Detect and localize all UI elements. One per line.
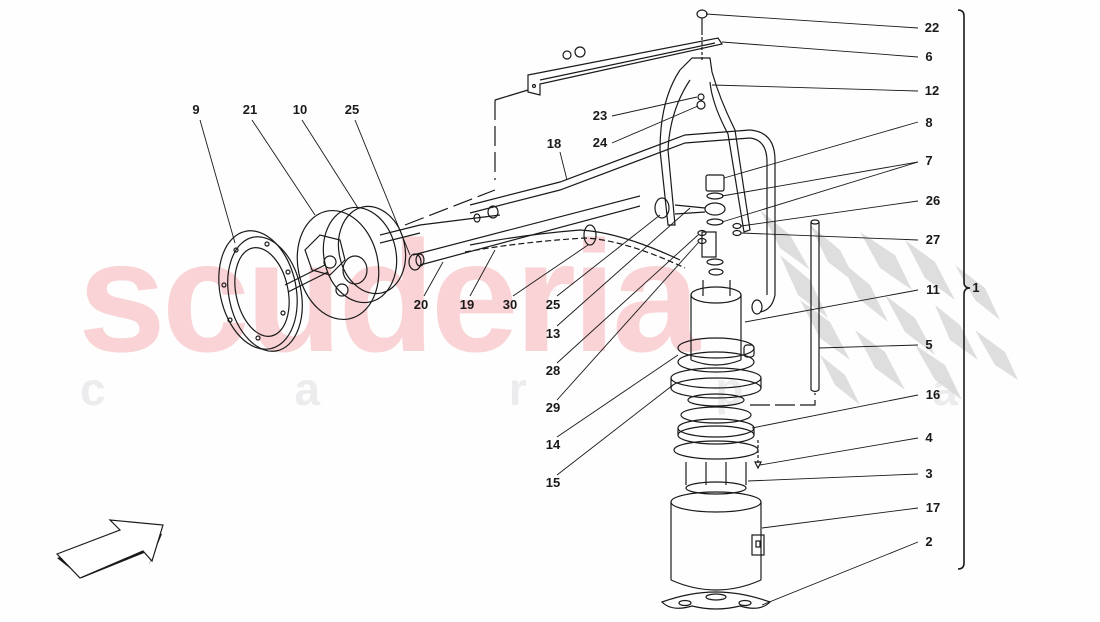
- callout-c18[interactable]: 18: [546, 136, 562, 151]
- callout-c25b[interactable]: 25: [545, 297, 561, 312]
- callout-c14[interactable]: 14: [545, 437, 561, 452]
- part-15-retainer: [670, 367, 762, 407]
- part-9-flange: [218, 230, 303, 352]
- fittings-7-8-26-27: [674, 174, 742, 276]
- callout-c12[interactable]: 12: [924, 83, 940, 98]
- callout-c30[interactable]: 30: [502, 297, 518, 312]
- callout-c3[interactable]: 3: [925, 466, 933, 481]
- callout-c7[interactable]: 7: [925, 153, 933, 168]
- part-16-ring-nut: [677, 406, 755, 445]
- leader-lines: [199, 13, 919, 606]
- callout-c17[interactable]: 17: [925, 500, 941, 515]
- callout-c11[interactable]: 11: [926, 282, 940, 297]
- callout-c21[interactable]: 21: [242, 102, 258, 117]
- part-5-tube: [750, 219, 820, 406]
- watermark-scuderia: scuderia: [78, 209, 700, 385]
- watermark-car-parts: c a r p a r t s: [80, 363, 1100, 415]
- part-21-10-head: [284, 205, 407, 321]
- part-3-filter-cage: [673, 440, 759, 495]
- callout-c16[interactable]: 16: [925, 387, 941, 402]
- callout-c9[interactable]: 9: [192, 102, 200, 117]
- callout-c29[interactable]: 29: [545, 400, 561, 415]
- checkered-flag-watermark: [760, 210, 1018, 405]
- part-14-clamp: [677, 337, 755, 373]
- callout-c5[interactable]: 5: [925, 337, 933, 352]
- part-4-screw: [754, 440, 762, 470]
- part-6-bracket-rail: [404, 37, 723, 226]
- callout-c25a[interactable]: 25: [344, 102, 360, 117]
- group-bracket: [957, 9, 971, 570]
- callout-c28[interactable]: 28: [545, 363, 561, 378]
- callout-c13[interactable]: 13: [545, 326, 561, 341]
- parts-linework: [218, 9, 971, 610]
- callout-c27[interactable]: 27: [925, 232, 941, 247]
- arrow-right-up-icon: [55, 519, 164, 579]
- callout-c8[interactable]: 8: [925, 115, 933, 130]
- callout-c1[interactable]: 1: [972, 280, 980, 295]
- part-17-canister: [670, 491, 765, 591]
- callout-c19[interactable]: 19: [459, 297, 475, 312]
- callout-c23[interactable]: 23: [592, 108, 608, 123]
- part-11-pump-body: [690, 280, 742, 366]
- callout-c24[interactable]: 24: [592, 135, 608, 150]
- callout-c26[interactable]: 26: [925, 193, 941, 208]
- callout-c22[interactable]: 22: [924, 20, 940, 35]
- callout-c20[interactable]: 20: [413, 297, 429, 312]
- callout-c4[interactable]: 4: [925, 430, 933, 445]
- part-22-screw: [696, 9, 708, 60]
- callout-c10[interactable]: 10: [292, 102, 308, 117]
- part-2-base-plate: [660, 591, 772, 610]
- callout-c6[interactable]: 6: [925, 49, 933, 64]
- fuel-hoses: [379, 129, 776, 315]
- callout-c15[interactable]: 15: [545, 475, 561, 490]
- callout-c2[interactable]: 2: [925, 534, 933, 549]
- part-12-support: [659, 57, 751, 233]
